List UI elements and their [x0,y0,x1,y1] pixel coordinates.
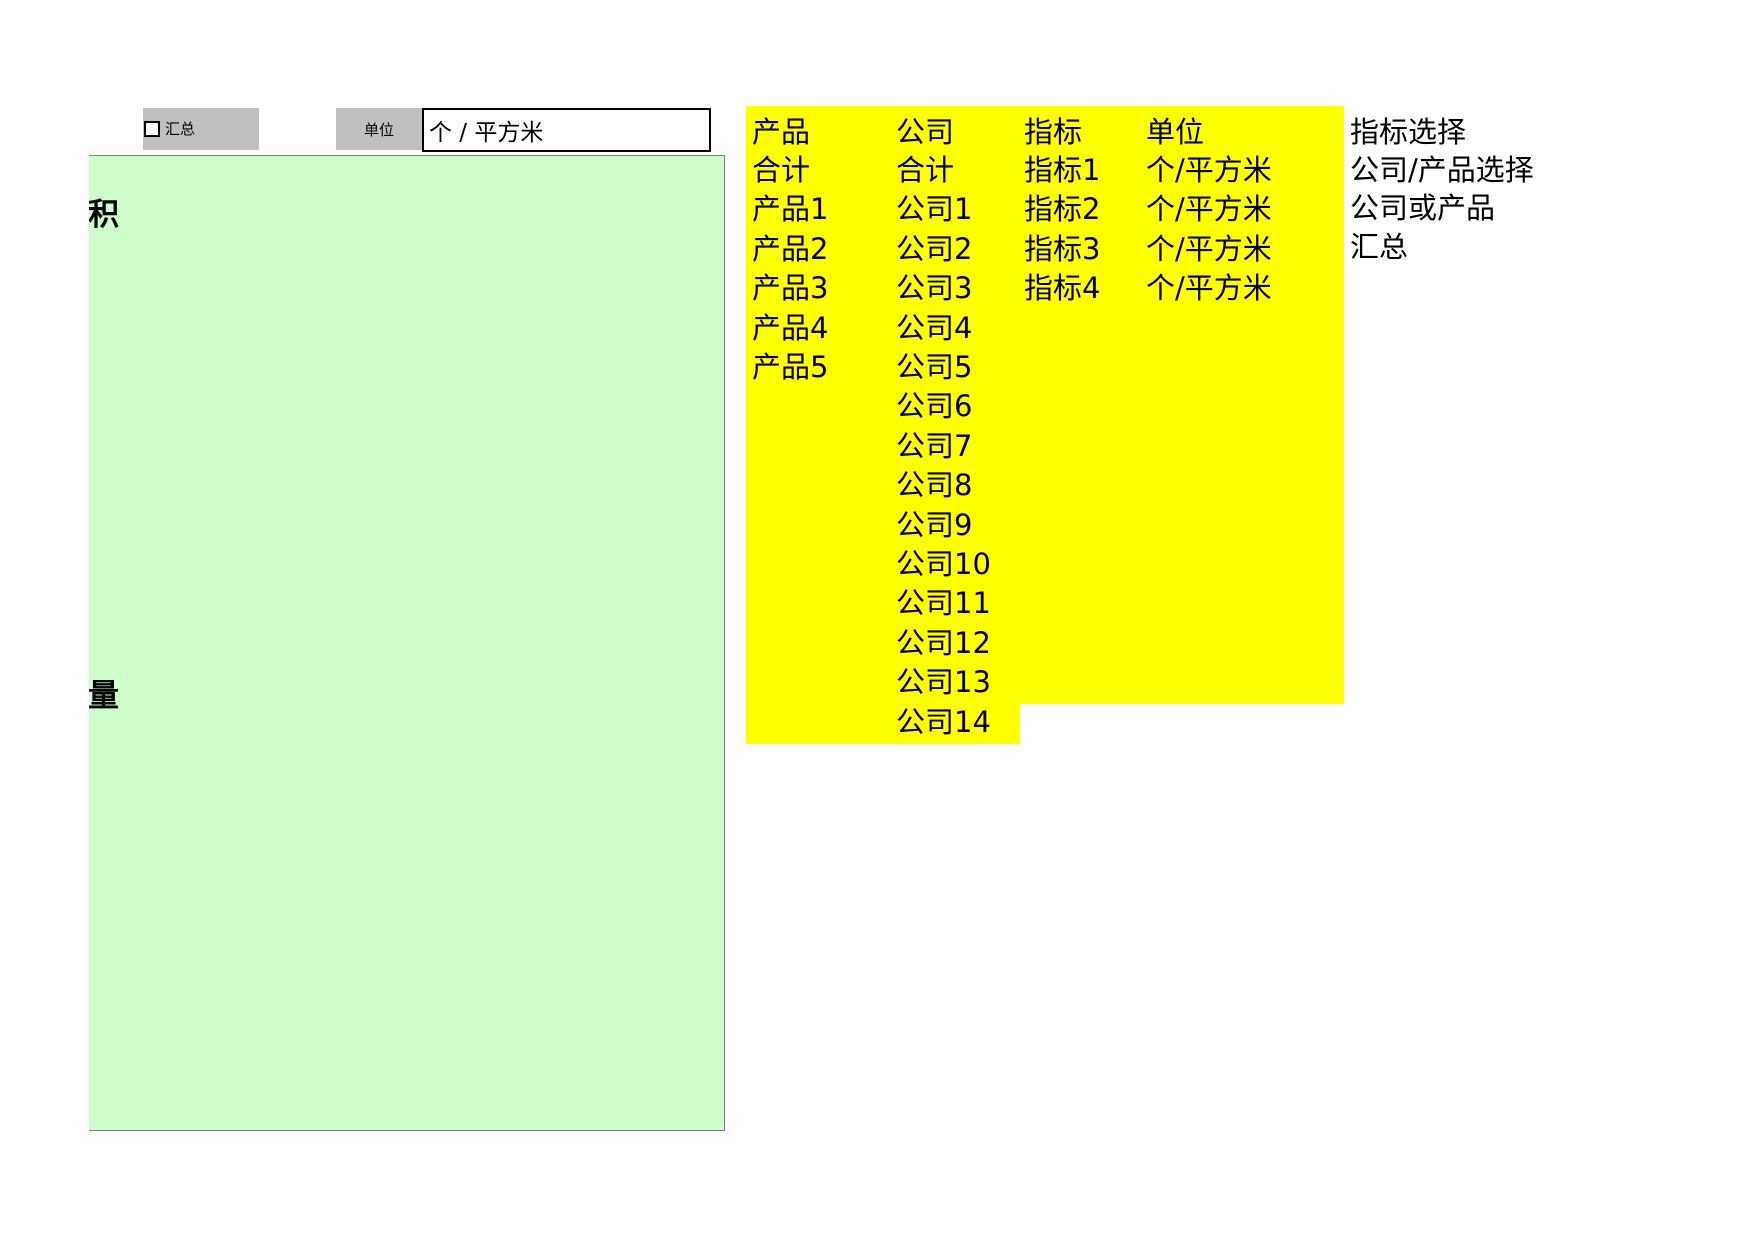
lookup-table [746,106,1344,704]
checkbox-icon[interactable] [144,121,160,137]
product-cell: 产品5 [752,350,829,384]
quantity-chart-title: 数量 [89,678,119,714]
option-item[interactable]: 公司或产品 [1350,191,1496,225]
area-chart-title: 面积 [89,197,119,233]
company-cell: 公司14 [896,704,991,739]
company-cell: 公司5 [896,350,973,384]
unit-cell: 个/平方米 [1146,153,1272,187]
product-cell: 产品2 [752,231,829,266]
company-cell: 公司10 [896,547,991,581]
product-cell: 产品1 [752,192,829,227]
lookup-table-tail [746,704,1020,744]
quantity-chart-panel: 数量 [89,637,725,1131]
unit-cell: 个/平方米 [1146,271,1272,306]
product-cell: 合计 [752,153,811,187]
company-cell: 公司6 [896,389,973,424]
metric-cell: 指标1 [1024,153,1101,187]
option-item[interactable]: 公司/产品选择 [1350,153,1534,187]
product-cell: 产品4 [752,310,829,345]
company-cell: 公司8 [896,468,973,503]
area-chart-panel: 面积 [89,155,725,638]
header-metric: 指标 [1024,115,1083,149]
company-cell: 公司7 [896,428,973,463]
metric-cell: 指标3 [1024,231,1101,266]
company-cell: 公司2 [896,231,973,266]
unit-label: 单位 [336,108,422,150]
company-cell: 公司13 [896,665,991,700]
unit-cell: 个/平方米 [1146,192,1272,227]
option-item[interactable]: 汇总 [1350,230,1409,264]
company-cell: 公司11 [896,586,991,621]
unit-cell: 个/平方米 [1146,231,1272,266]
option-item[interactable]: 指标选择 [1350,115,1467,149]
summary-checkbox-label: 汇总 [165,120,196,138]
unit-input[interactable] [422,108,711,152]
company-cell: 公司12 [896,625,991,660]
metric-cell: 指标4 [1024,271,1101,306]
company-cell: 公司4 [896,310,973,345]
company-cell: 合计 [896,153,955,187]
company-cell: 公司1 [896,192,973,227]
header-unit: 单位 [1146,115,1205,149]
company-cell: 公司3 [896,271,973,306]
summary-checkbox[interactable]: 汇总 [143,108,259,150]
metric-cell: 指标2 [1024,192,1101,227]
header-company: 公司 [896,115,955,149]
product-cell: 产品3 [752,271,829,306]
company-cell: 公司9 [896,507,973,542]
header-product: 产品 [752,115,811,149]
